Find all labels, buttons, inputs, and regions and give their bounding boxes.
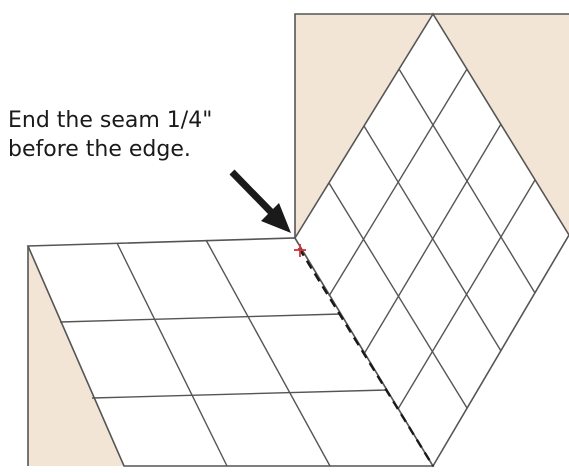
annotation-line-2: before the edge. xyxy=(8,137,191,162)
seam-stop-mark xyxy=(294,244,306,257)
annotation-line-1: End the seam 1/4" xyxy=(8,108,213,133)
left-diamond-col-line-2 xyxy=(205,239,331,467)
arrow-icon xyxy=(229,169,291,233)
right-diamond-line-b2 xyxy=(363,125,502,352)
seam-line xyxy=(297,247,435,467)
right-diamond-line-b3 xyxy=(328,182,468,409)
left-diamond-row-line-2 xyxy=(91,389,388,399)
left-diamond-col-line-1 xyxy=(116,242,228,467)
left-diamond-row-line-1 xyxy=(59,313,342,323)
annotation-label: End the seam 1/4" before the edge. xyxy=(8,106,212,164)
background-border-upper xyxy=(294,13,569,238)
right-diamond-line-b1 xyxy=(398,68,536,294)
